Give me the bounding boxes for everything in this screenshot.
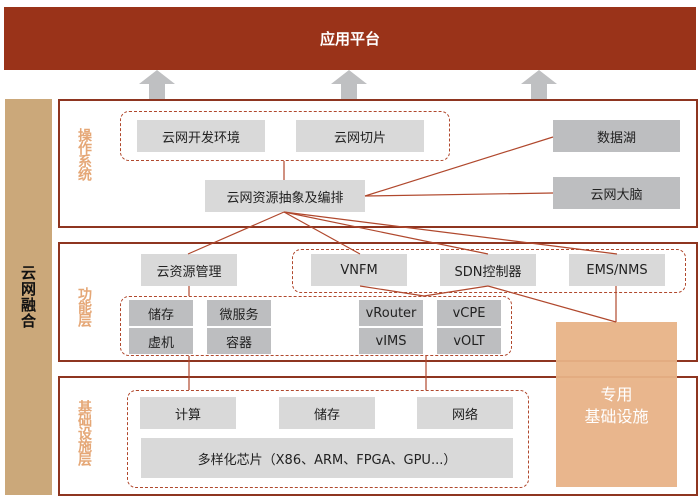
arrow-up-icon	[331, 70, 367, 99]
microservice-box: 微服务	[207, 300, 271, 326]
volt-box: vOLT	[437, 328, 501, 354]
cloud-dev-env-box: 云网开发环境	[137, 120, 265, 152]
infra-dashed-group	[127, 390, 529, 488]
function-dashed-group	[120, 296, 512, 356]
os-layer-label: 操作系统	[76, 128, 92, 180]
vcpe-box: vCPE	[437, 300, 501, 326]
cloud-brain-box: 云网大脑	[553, 177, 680, 209]
infra-layer-label: 基础设施层	[76, 400, 92, 465]
data-lake-box: 数据湖	[553, 120, 680, 152]
sdn-controller-box: SDN控制器	[440, 254, 536, 286]
vm-box: 虚机	[129, 328, 193, 354]
special-infra-box: 专用 基础设施	[556, 322, 677, 487]
function-layer-label: 功能层	[76, 287, 92, 326]
os-dashed-group	[120, 111, 450, 161]
ems-nms-box: EMS/NMS	[569, 254, 665, 286]
orchestration-box: 云网资源抽象及编排	[205, 180, 365, 212]
sidebar-label: 云网融合	[19, 265, 37, 329]
arrow-up-icon	[521, 70, 557, 99]
vims-box: vIMS	[359, 328, 423, 354]
app-platform-label: 应用平台	[319, 30, 380, 48]
cloud-resource-mgmt-box: 云资源管理	[141, 254, 237, 286]
compute-box: 计算	[140, 397, 236, 429]
app-platform-bar: 应用平台	[4, 7, 696, 70]
cloud-network-fusion-sidebar: 云网融合	[5, 99, 52, 495]
arrow-up-icon	[139, 70, 175, 99]
special-infra-line2: 基础设施	[584, 407, 649, 426]
infra-storage-box: 储存	[279, 397, 375, 429]
container-box: 容器	[207, 328, 271, 354]
special-infra-line1: 专用	[600, 385, 633, 404]
arrows-layer	[139, 70, 557, 99]
diverse-chips-box: 多样化芯片（X86、ARM、FPGA、GPU...）	[141, 438, 513, 478]
storage-box: 储存	[129, 300, 193, 326]
vrouter-box: vRouter	[359, 300, 423, 326]
network-box: 网络	[417, 397, 513, 429]
vnfm-box: VNFM	[311, 254, 407, 286]
cloud-slicing-box: 云网切片	[296, 120, 424, 152]
